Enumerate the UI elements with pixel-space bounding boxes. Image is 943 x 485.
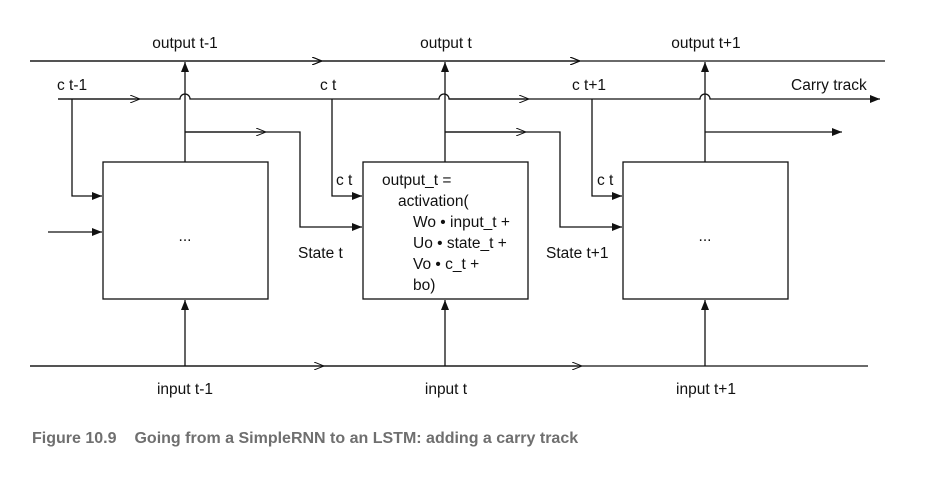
cell1-ellipsis: ... bbox=[179, 228, 192, 245]
label-state-t-plus-1: State t+1 bbox=[546, 245, 608, 262]
label-input-t: input t bbox=[425, 381, 468, 398]
label-c-t-plus-1: c t+1 bbox=[572, 77, 606, 94]
label-c-into-cell3: c t bbox=[597, 172, 614, 189]
cell3-ellipsis: ... bbox=[699, 228, 712, 245]
state-flow-2-to-3 bbox=[445, 131, 622, 231]
label-state-t: State t bbox=[298, 245, 343, 262]
label-input-t-minus-1: input t-1 bbox=[157, 381, 213, 398]
label-c-t: c t bbox=[320, 77, 337, 94]
carry-track-line bbox=[58, 93, 880, 103]
label-input-t-plus-1: input t+1 bbox=[676, 381, 736, 398]
cell2-carry-input bbox=[331, 99, 362, 200]
cell1-carry-input bbox=[71, 99, 102, 200]
formula-line-3: Wo • input_t + bbox=[413, 214, 510, 231]
formula-line-6: bo) bbox=[413, 277, 435, 294]
label-carry-track: Carry track bbox=[791, 77, 867, 94]
formula-line-4: Uo • state_t + bbox=[413, 235, 507, 252]
formula-line-1: output_t = bbox=[382, 172, 451, 189]
figure-caption: Figure 10.9 Going from a SimpleRNN to an … bbox=[32, 430, 578, 448]
cell3-carry-input bbox=[591, 99, 622, 200]
label-output-t: output t bbox=[420, 35, 472, 52]
figure-caption-text: Going from a SimpleRNN to an LSTM: addin… bbox=[134, 430, 579, 447]
label-output-t-minus-1: output t-1 bbox=[152, 35, 218, 52]
formula-line-5: Vo • c_t + bbox=[413, 256, 479, 273]
formula-line-2: activation( bbox=[398, 193, 469, 210]
label-output-t-plus-1: output t+1 bbox=[671, 35, 740, 52]
label-c-into-cell2: c t bbox=[336, 172, 353, 189]
label-c-t-minus-1: c t-1 bbox=[57, 77, 87, 94]
figure-number: Figure 10.9 bbox=[32, 430, 117, 447]
